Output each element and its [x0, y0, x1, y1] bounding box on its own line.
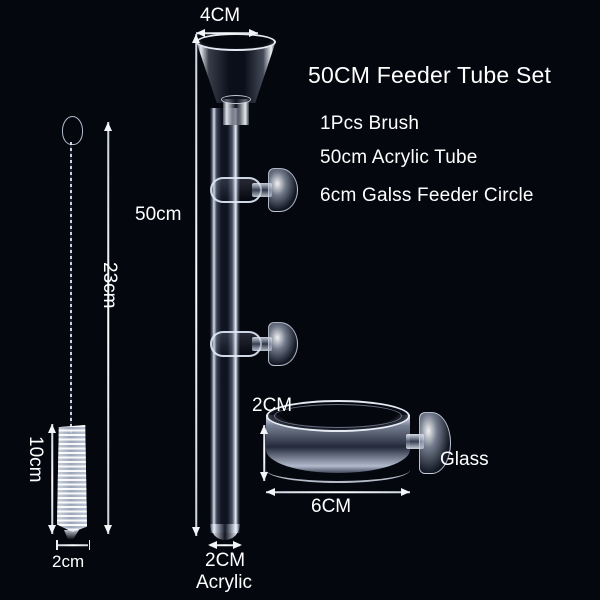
funnel-width-arrow	[196, 28, 258, 38]
brush-handle-loop	[62, 116, 83, 145]
tube-diameter-label: 2CM	[205, 550, 246, 571]
funnel-width-label: 4CM	[200, 5, 241, 26]
dish-diameter-label: 6CM	[311, 496, 352, 517]
suction-cup-holder-upper	[196, 168, 301, 212]
funnel-top	[196, 33, 276, 125]
brush-bristle-width-label: 2cm	[52, 552, 85, 571]
glass-feeder-circle	[266, 400, 451, 488]
brush-bristles	[57, 425, 87, 532]
dish-mount-label: Glass	[440, 449, 489, 470]
brush-bristle-length-arrow	[46, 424, 58, 534]
product-title: 50CM Feeder Tube Set	[308, 62, 552, 88]
tube-length-arrow	[190, 34, 202, 536]
tube-bottom-end	[210, 524, 240, 540]
spec-item-feeder-circle: 6cm Galss Feeder Circle	[320, 185, 534, 206]
brush-wire-stem	[70, 142, 72, 434]
tube-material-label: Acrylic	[196, 572, 252, 593]
brush-length-arrow	[102, 122, 114, 534]
spec-item-brush: 1Pcs Brush	[320, 113, 420, 134]
dish-suction-cup	[419, 412, 451, 474]
dish-diameter-arrow	[266, 487, 410, 497]
brush-bristle-width-arrow	[56, 540, 90, 550]
suction-cup-holder-lower	[196, 322, 301, 366]
tube-length-label: 50cm	[135, 204, 182, 225]
dish-height-label: 2CM	[252, 395, 293, 416]
brush-bristle-length-label: 10cm	[25, 436, 46, 483]
spec-item-tube: 50cm Acrylic Tube	[320, 147, 478, 168]
tube-diameter-arrow	[208, 540, 242, 550]
dish-height-arrow	[258, 425, 270, 481]
brush-length-label: 23cm	[99, 262, 120, 309]
brush-tip	[64, 530, 79, 539]
